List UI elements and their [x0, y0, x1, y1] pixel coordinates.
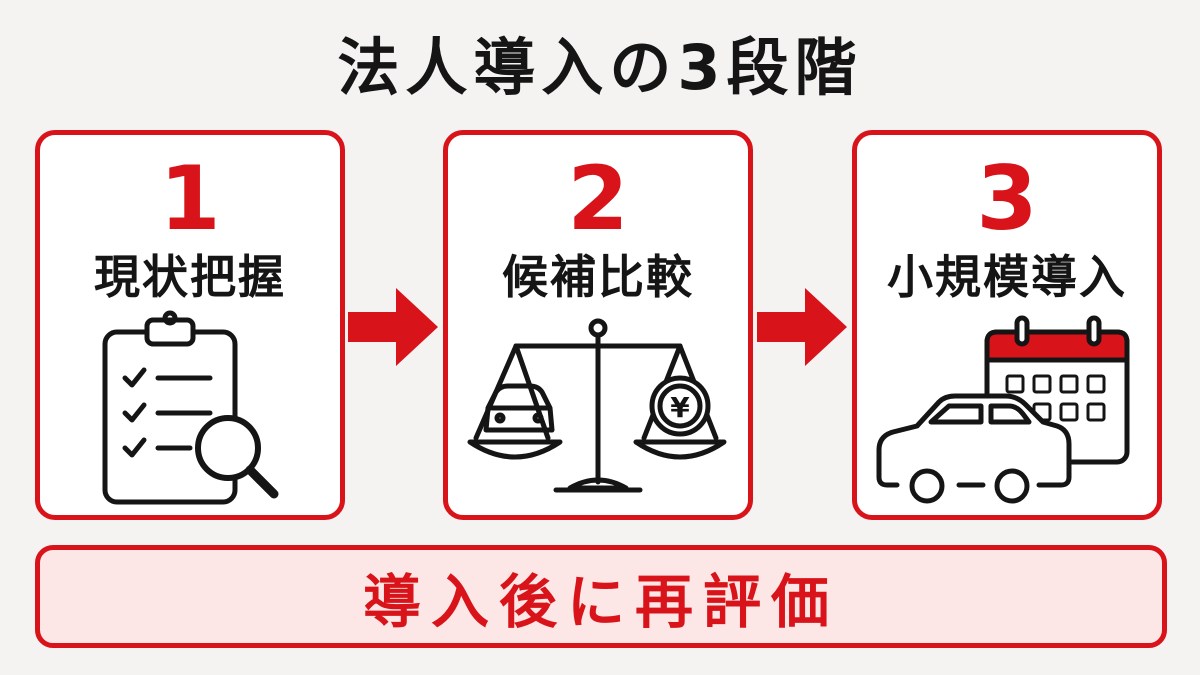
re-evaluation-banner: 導入後に再評価: [35, 545, 1167, 648]
clipboard-checklist-magnifier-icon: [102, 310, 279, 505]
arrow-right-icon: [757, 288, 847, 366]
banner-label: 導入後に再評価: [362, 567, 839, 636]
step-number: 1: [159, 147, 221, 250]
car-calendar-icon: [876, 315, 1130, 504]
step-card-2: 2 候補比較 ¥: [443, 130, 753, 520]
step-number: 2: [567, 147, 629, 250]
step-label: 小規模導入: [887, 250, 1127, 304]
step-card-3: 3 小規模導入: [852, 130, 1162, 520]
yen-symbol: ¥: [670, 391, 690, 424]
step-number: 3: [976, 147, 1038, 250]
balance-scale-car-yen-icon: ¥: [467, 318, 727, 493]
arrow-right-icon: [348, 288, 438, 366]
step-label: 現状把握: [94, 250, 286, 304]
page-title: 法人導入の3段階: [337, 31, 863, 104]
step-label: 候補比較: [502, 250, 694, 304]
step-card-1: 1 現状把握: [35, 130, 345, 520]
